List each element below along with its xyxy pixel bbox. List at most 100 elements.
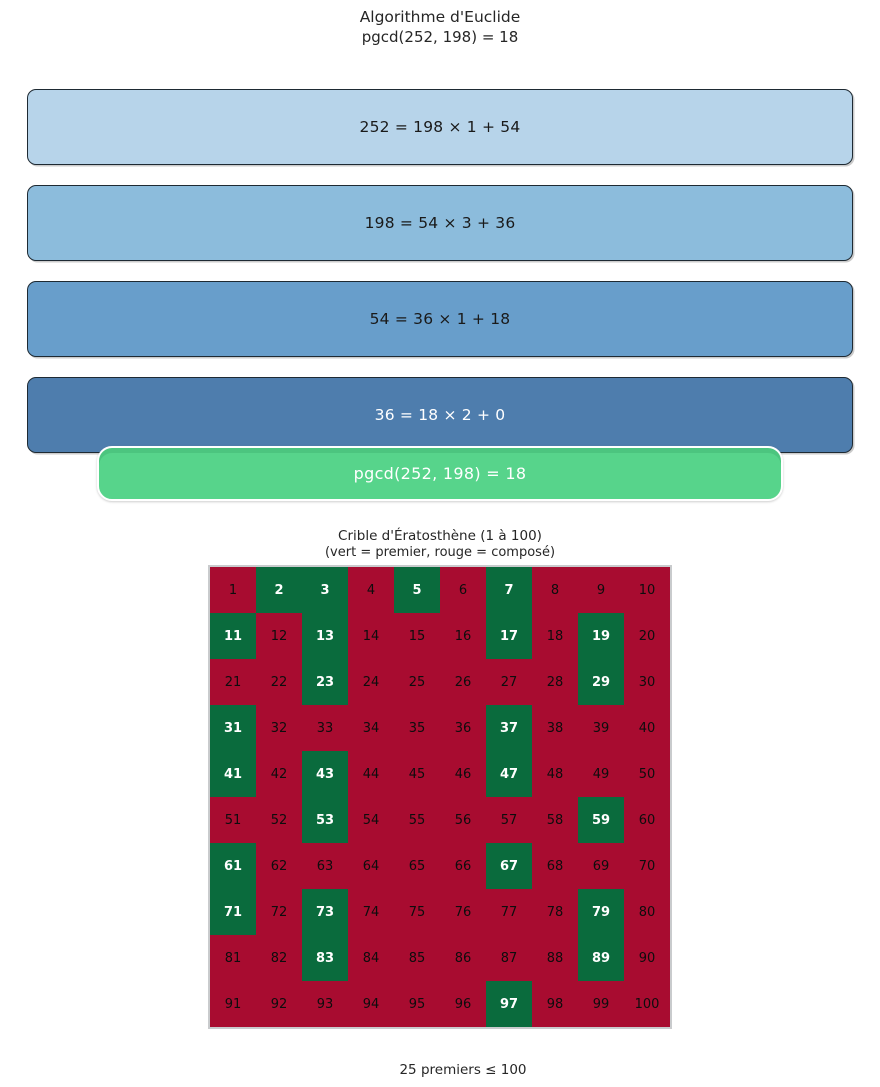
sieve-cell-composite: 22 <box>256 659 302 705</box>
sieve-cell-composite: 30 <box>624 659 670 705</box>
euclid-step-box: 252 = 198 × 1 + 54 <box>27 89 853 165</box>
sieve-cell-composite: 98 <box>532 981 578 1027</box>
sieve-cell-composite: 51 <box>210 797 256 843</box>
sieve-cell-composite: 27 <box>486 659 532 705</box>
sieve-caption-text: 25 premiers ≤ 100 <box>399 1062 527 1078</box>
sieve-cell-composite: 32 <box>256 705 302 751</box>
sieve-cell-composite: 60 <box>624 797 670 843</box>
sieve-cell-prime: 61 <box>210 843 256 889</box>
sieve-cell-composite: 50 <box>624 751 670 797</box>
euclid-result-box: pgcd(252, 198) = 18 <box>97 446 783 501</box>
euclid-title: Algorithme d'Euclide <box>359 8 521 26</box>
sieve-cell-composite: 39 <box>578 705 624 751</box>
sieve-cell-composite: 14 <box>348 613 394 659</box>
sieve-cell-prime: 67 <box>486 843 532 889</box>
sieve-cell-prime: 71 <box>210 889 256 935</box>
sieve-cell-composite: 10 <box>624 567 670 613</box>
sieve-cell-composite: 38 <box>532 705 578 751</box>
sieve-cell-prime: 83 <box>302 935 348 981</box>
sieve-cell-composite: 75 <box>394 889 440 935</box>
sieve-cell-prime: 11 <box>210 613 256 659</box>
sieve-cell-composite: 56 <box>440 797 486 843</box>
sieve-cell-composite: 77 <box>486 889 532 935</box>
sieve-cell-composite: 16 <box>440 613 486 659</box>
sieve-cell-composite: 12 <box>256 613 302 659</box>
sieve-cell-composite: 46 <box>440 751 486 797</box>
sieve-cell-prime: 5 <box>394 567 440 613</box>
sieve-cell-composite: 15 <box>394 613 440 659</box>
sieve-cell-prime: 2 <box>256 567 302 613</box>
sieve-cell-prime: 17 <box>486 613 532 659</box>
sieve-cell-composite: 82 <box>256 935 302 981</box>
sieve-cell-composite: 45 <box>394 751 440 797</box>
sieve-cell-composite: 4 <box>348 567 394 613</box>
sieve-cell-composite: 99 <box>578 981 624 1027</box>
sieve-cell-composite: 100 <box>624 981 670 1027</box>
sieve-cell-composite: 8 <box>532 567 578 613</box>
sieve-cell-composite: 96 <box>440 981 486 1027</box>
sieve-cell-composite: 6 <box>440 567 486 613</box>
sieve-cell-composite: 44 <box>348 751 394 797</box>
sieve-cell-prime: 29 <box>578 659 624 705</box>
sieve-cell-composite: 66 <box>440 843 486 889</box>
sieve-cell-prime: 97 <box>486 981 532 1027</box>
sieve-cell-composite: 64 <box>348 843 394 889</box>
sieve-cell-prime: 79 <box>578 889 624 935</box>
sieve-cell-composite: 48 <box>532 751 578 797</box>
sieve-cell-composite: 34 <box>348 705 394 751</box>
sieve-cell-prime: 19 <box>578 613 624 659</box>
sieve-cell-composite: 21 <box>210 659 256 705</box>
sieve-cell-composite: 9 <box>578 567 624 613</box>
sieve-cell-composite: 28 <box>532 659 578 705</box>
sieve-cell-composite: 18 <box>532 613 578 659</box>
sieve-cell-prime: 43 <box>302 751 348 797</box>
sieve-cell-prime: 23 <box>302 659 348 705</box>
sieve-cell-prime: 41 <box>210 751 256 797</box>
sieve-cell-composite: 80 <box>624 889 670 935</box>
sieve-caption: 25 premiers ≤ 100 <box>0 1059 880 1078</box>
sieve-cell-prime: 37 <box>486 705 532 751</box>
sieve-cell-composite: 95 <box>394 981 440 1027</box>
sieve-cell-composite: 62 <box>256 843 302 889</box>
sieve-cell-composite: 58 <box>532 797 578 843</box>
sieve-cell-composite: 93 <box>302 981 348 1027</box>
sieve-legend: (vert = premier, rouge = composé) <box>324 544 556 560</box>
sieve-cell-composite: 90 <box>624 935 670 981</box>
sieve-cell-composite: 72 <box>256 889 302 935</box>
sieve-cell-composite: 26 <box>440 659 486 705</box>
sieve-cell-prime: 59 <box>578 797 624 843</box>
sieve-cell-composite: 81 <box>210 935 256 981</box>
sieve-cell-composite: 40 <box>624 705 670 751</box>
sieve-cell-composite: 91 <box>210 981 256 1027</box>
sieve-cell-composite: 92 <box>256 981 302 1027</box>
sieve-cell-composite: 35 <box>394 705 440 751</box>
euclid-result-label: pgcd(252, 198) = 18 <box>353 464 527 483</box>
sieve-cell-composite: 85 <box>394 935 440 981</box>
sieve-cell-composite: 65 <box>394 843 440 889</box>
sieve-cell-composite: 49 <box>578 751 624 797</box>
sieve-cell-prime: 47 <box>486 751 532 797</box>
sieve-cell-composite: 88 <box>532 935 578 981</box>
sieve-cell-composite: 42 <box>256 751 302 797</box>
sieve-cell-composite: 74 <box>348 889 394 935</box>
sieve-cell-prime: 73 <box>302 889 348 935</box>
sieve-cell-prime: 7 <box>486 567 532 613</box>
sieve-cell-prime: 13 <box>302 613 348 659</box>
sieve-cell-composite: 63 <box>302 843 348 889</box>
sieve-cell-composite: 33 <box>302 705 348 751</box>
sieve-cell-composite: 1 <box>210 567 256 613</box>
euclid-header: Algorithme d'Euclide pgcd(252, 198) = 18 <box>0 7 880 47</box>
sieve-cell-composite: 76 <box>440 889 486 935</box>
sieve-cell-composite: 36 <box>440 705 486 751</box>
euclid-subtitle: pgcd(252, 198) = 18 <box>361 28 519 46</box>
sieve-cell-prime: 53 <box>302 797 348 843</box>
sieve-cell-composite: 87 <box>486 935 532 981</box>
sieve-cell-composite: 70 <box>624 843 670 889</box>
sieve-title: Crible d'Ératosthène (1 à 100) <box>338 528 542 544</box>
sieve-header: Crible d'Ératosthène (1 à 100) (vert = p… <box>0 528 880 561</box>
sieve-cell-composite: 25 <box>394 659 440 705</box>
sieve-cell-composite: 68 <box>532 843 578 889</box>
euclid-step-box: 54 = 36 × 1 + 18 <box>27 281 853 357</box>
